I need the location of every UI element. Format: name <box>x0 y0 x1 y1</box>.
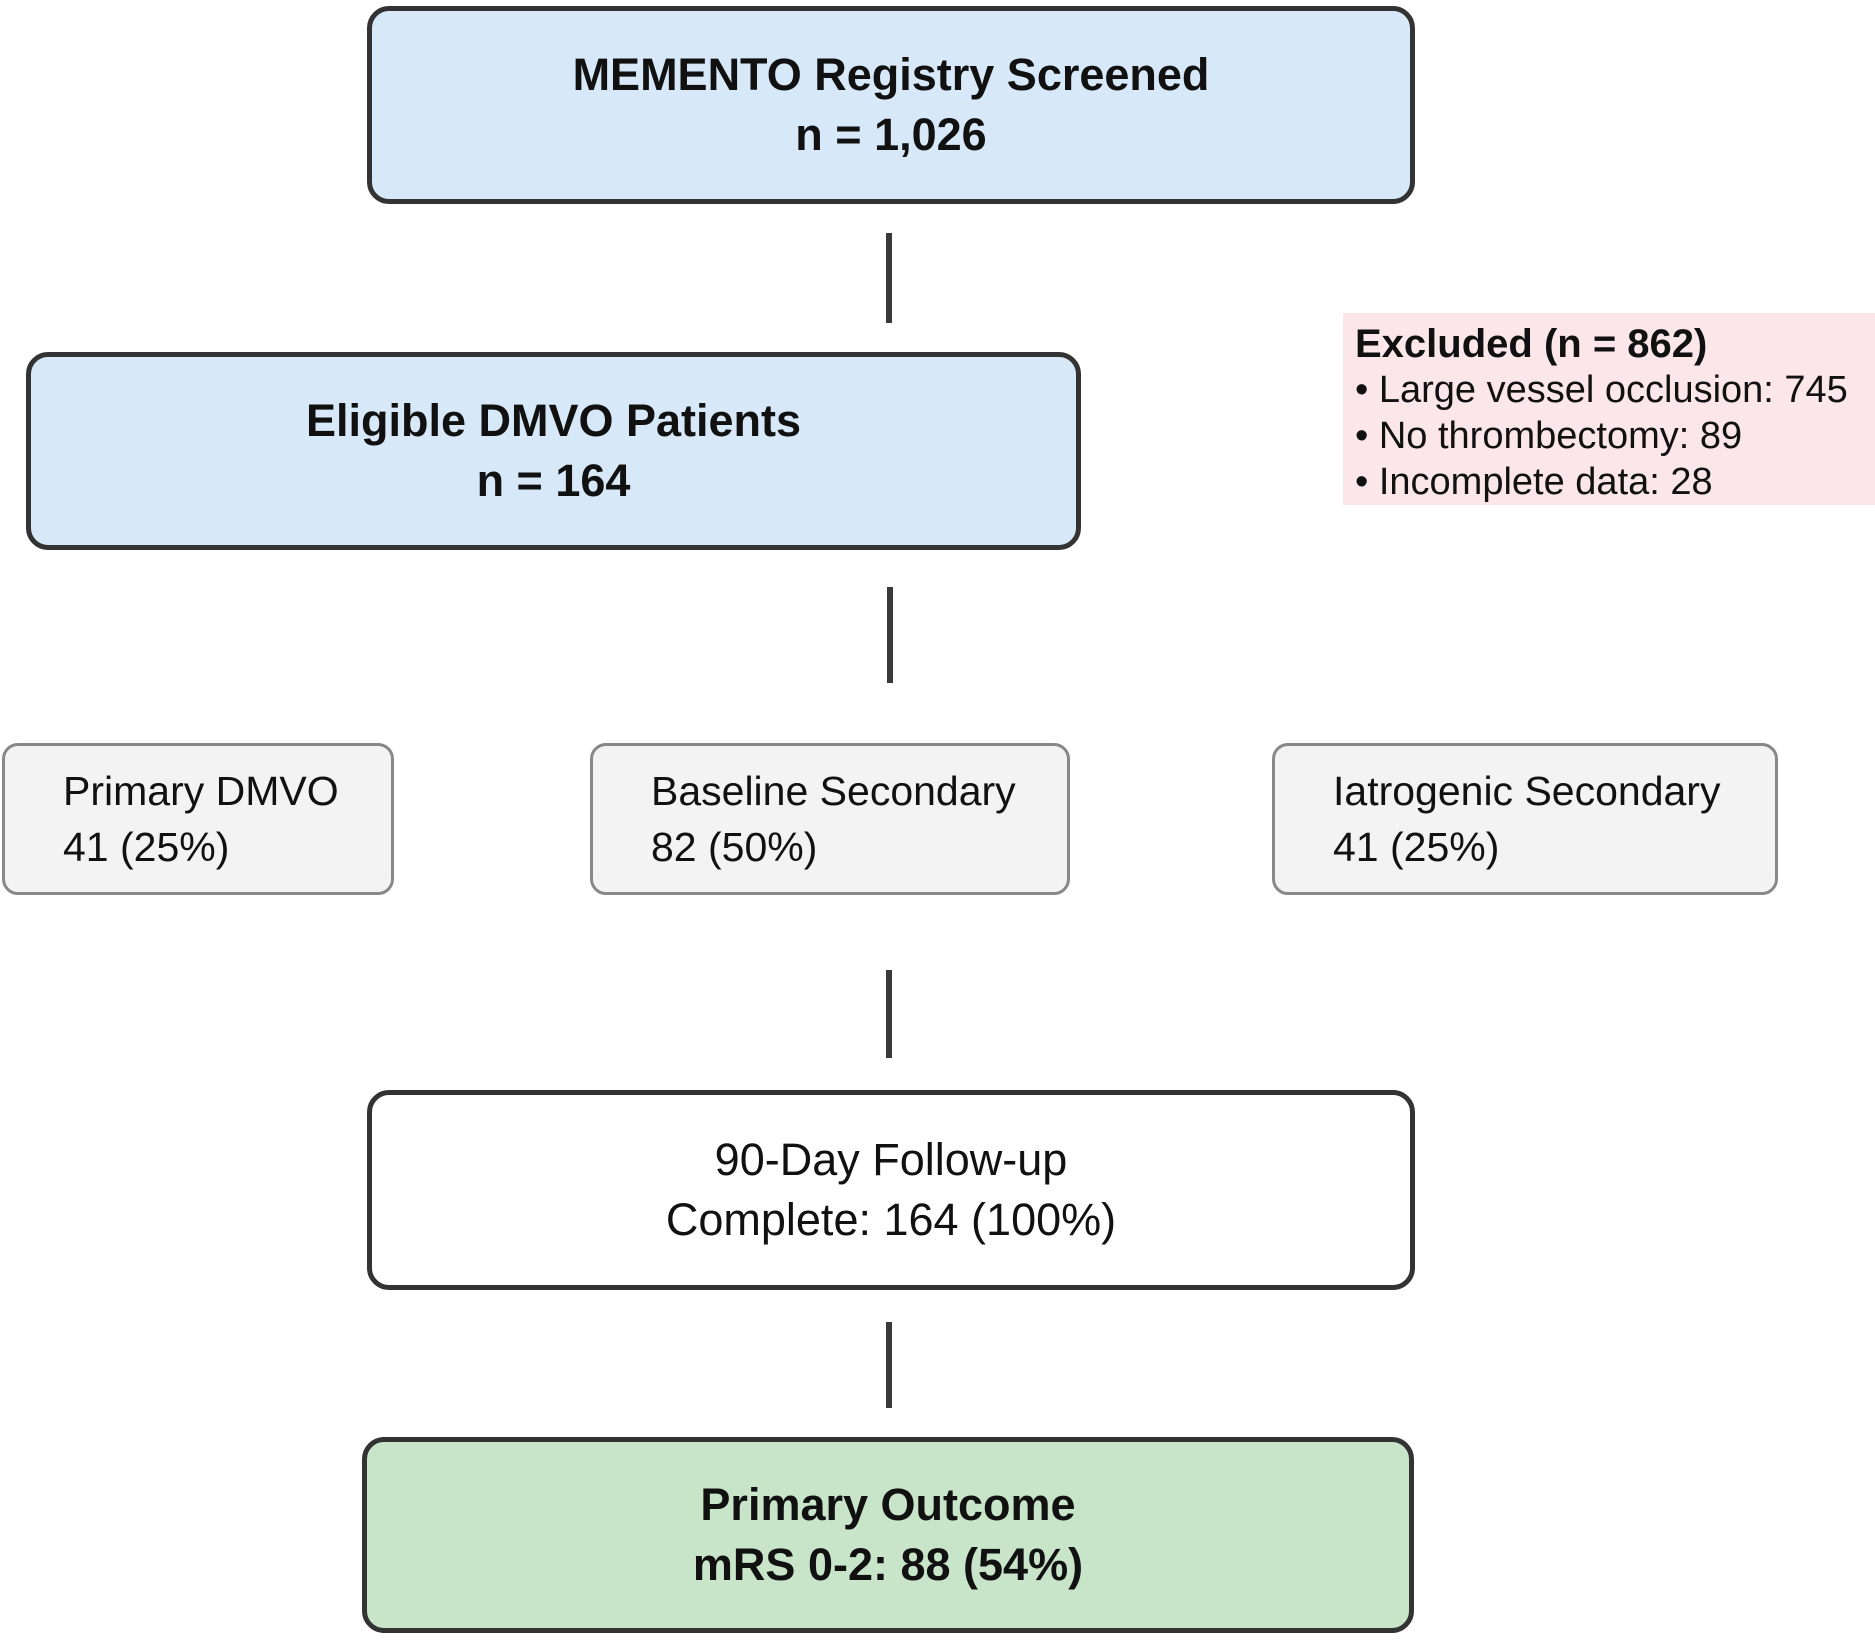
excluded-title: Excluded (n = 862) <box>1355 322 1708 366</box>
outcome-count: mRS 0-2: 88 (54%) <box>692 1539 1084 1590</box>
outcome-title: Primary Outcome <box>700 1479 1076 1530</box>
iatrogenic-secondary-title: Iatrogenic Secondary <box>1333 768 1721 814</box>
baseline-secondary-title: Baseline Secondary <box>651 768 1016 814</box>
screened-count: n = 1,026 <box>795 109 987 160</box>
primary-dmvo-count: 41 (25%) <box>63 824 230 870</box>
excluded-item-incomplete-data: • Incomplete data: 28 <box>1355 461 1713 503</box>
box-excluded: Excluded (n = 862) • Large vessel occlus… <box>1343 313 1875 505</box>
baseline-secondary-count: 82 (50%) <box>651 824 818 870</box>
excluded-item-lvo: • Large vessel occlusion: 745 <box>1355 369 1848 411</box>
primary-dmvo-title: Primary DMVO <box>63 768 339 814</box>
followup-title: 90-Day Follow-up <box>714 1134 1068 1185</box>
eligible-count: n = 164 <box>476 455 631 506</box>
connector-eligible-to-subgroups <box>887 587 893 683</box>
followup-count: Complete: 164 (100%) <box>665 1194 1117 1245</box>
connector-followup-to-outcome <box>886 1322 892 1408</box>
box-primary-dmvo: Primary DMVO 41 (25%) <box>2 743 394 895</box>
box-eligible-dmvo-patients: Eligible DMVO Patients n = 164 <box>26 352 1081 550</box>
box-90-day-followup: 90-Day Follow-up Complete: 164 (100%) <box>367 1090 1415 1290</box>
connector-screened-to-eligible <box>886 233 892 323</box>
box-iatrogenic-secondary: Iatrogenic Secondary 41 (25%) <box>1272 743 1778 895</box>
eligible-title: Eligible DMVO Patients <box>305 395 802 446</box>
screened-title: MEMENTO Registry Screened <box>572 49 1210 100</box>
box-baseline-secondary: Baseline Secondary 82 (50%) <box>590 743 1070 895</box>
connector-subgroups-to-followup <box>886 970 892 1058</box>
iatrogenic-secondary-count: 41 (25%) <box>1333 824 1500 870</box>
box-primary-outcome: Primary Outcome mRS 0-2: 88 (54%) <box>362 1437 1414 1633</box>
box-memento-registry-screened: MEMENTO Registry Screened n = 1,026 <box>367 6 1415 204</box>
excluded-item-no-thrombectomy: • No thrombectomy: 89 <box>1355 415 1743 457</box>
